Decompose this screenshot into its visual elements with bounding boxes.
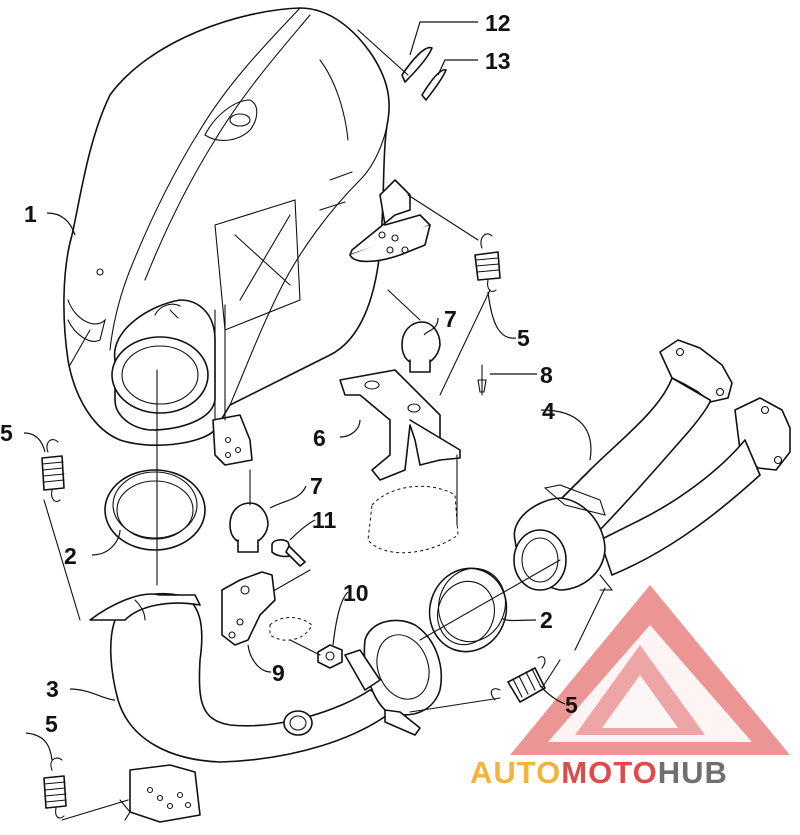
callout-8: 8	[540, 362, 553, 388]
grommet-part-7-upper	[401, 321, 441, 373]
bolt-part-11	[271, 539, 306, 567]
header-part-4	[513, 339, 791, 591]
spring-part-5-upper-right	[474, 233, 501, 293]
seal-ring-part-2-right	[428, 567, 508, 653]
bracket-part-9	[221, 571, 313, 646]
leader-lines	[23, 21, 606, 821]
bracket-part-6	[339, 369, 461, 554]
watermark-word-hub: HUB	[658, 755, 728, 790]
y-pipe-part-3	[89, 593, 442, 823]
nut-part-10	[317, 644, 343, 669]
callout-labels: 1 5 5 5 5 12 13 7 7 8 4 6 11 2 2 10 9 3	[0, 10, 578, 737]
callout-12: 12	[485, 10, 511, 36]
callout-1: 1	[24, 201, 37, 227]
callout-4: 4	[542, 398, 555, 424]
automotohub-watermark: AUTOMOTOHUB	[470, 755, 728, 790]
callout-9: 9	[272, 660, 285, 686]
spring-part-5-lower-left	[43, 757, 67, 819]
callout-3: 3	[46, 676, 59, 702]
spring-part-5-right	[490, 656, 546, 703]
grommet-part-7-lower	[229, 502, 269, 553]
callout-10: 10	[343, 580, 369, 606]
callout-7-upper: 7	[444, 306, 457, 332]
clip-part-13	[421, 69, 447, 101]
callout-2-left: 2	[64, 543, 77, 569]
svg-text:AUTOMOTOHUB: AUTOMOTOHUB	[470, 755, 728, 790]
callout-11: 11	[312, 507, 337, 533]
seal-ring-part-2-left	[104, 469, 206, 551]
callout-5-left: 5	[0, 420, 13, 446]
automotohub-logo-mark	[510, 585, 790, 755]
callout-6: 6	[313, 425, 326, 451]
pin-part-8	[477, 364, 487, 396]
watermark-word-moto: MOTO	[561, 755, 657, 790]
callout-13: 13	[485, 48, 511, 74]
clip-part-12	[401, 46, 433, 83]
callout-5-lower-left: 5	[45, 711, 58, 737]
spring-part-5-left	[41, 439, 65, 503]
watermark-word-auto: AUTO	[470, 755, 561, 790]
callout-5-upper-right: 5	[517, 325, 530, 351]
callout-7-lower: 7	[310, 473, 323, 499]
callout-2-right: 2	[540, 607, 553, 633]
callout-5-lower-right: 5	[565, 692, 578, 718]
muffler-part-1	[63, 7, 431, 466]
